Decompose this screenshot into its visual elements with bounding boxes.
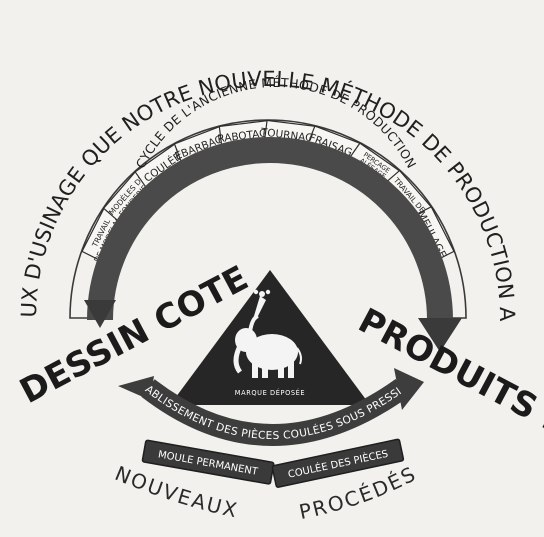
- new-process-boxes: MOULE PERMANENT COULÉE DES PIÈCES: [142, 439, 404, 488]
- brand-mark-label: MARQUE DÉPOSÉE: [235, 388, 305, 397]
